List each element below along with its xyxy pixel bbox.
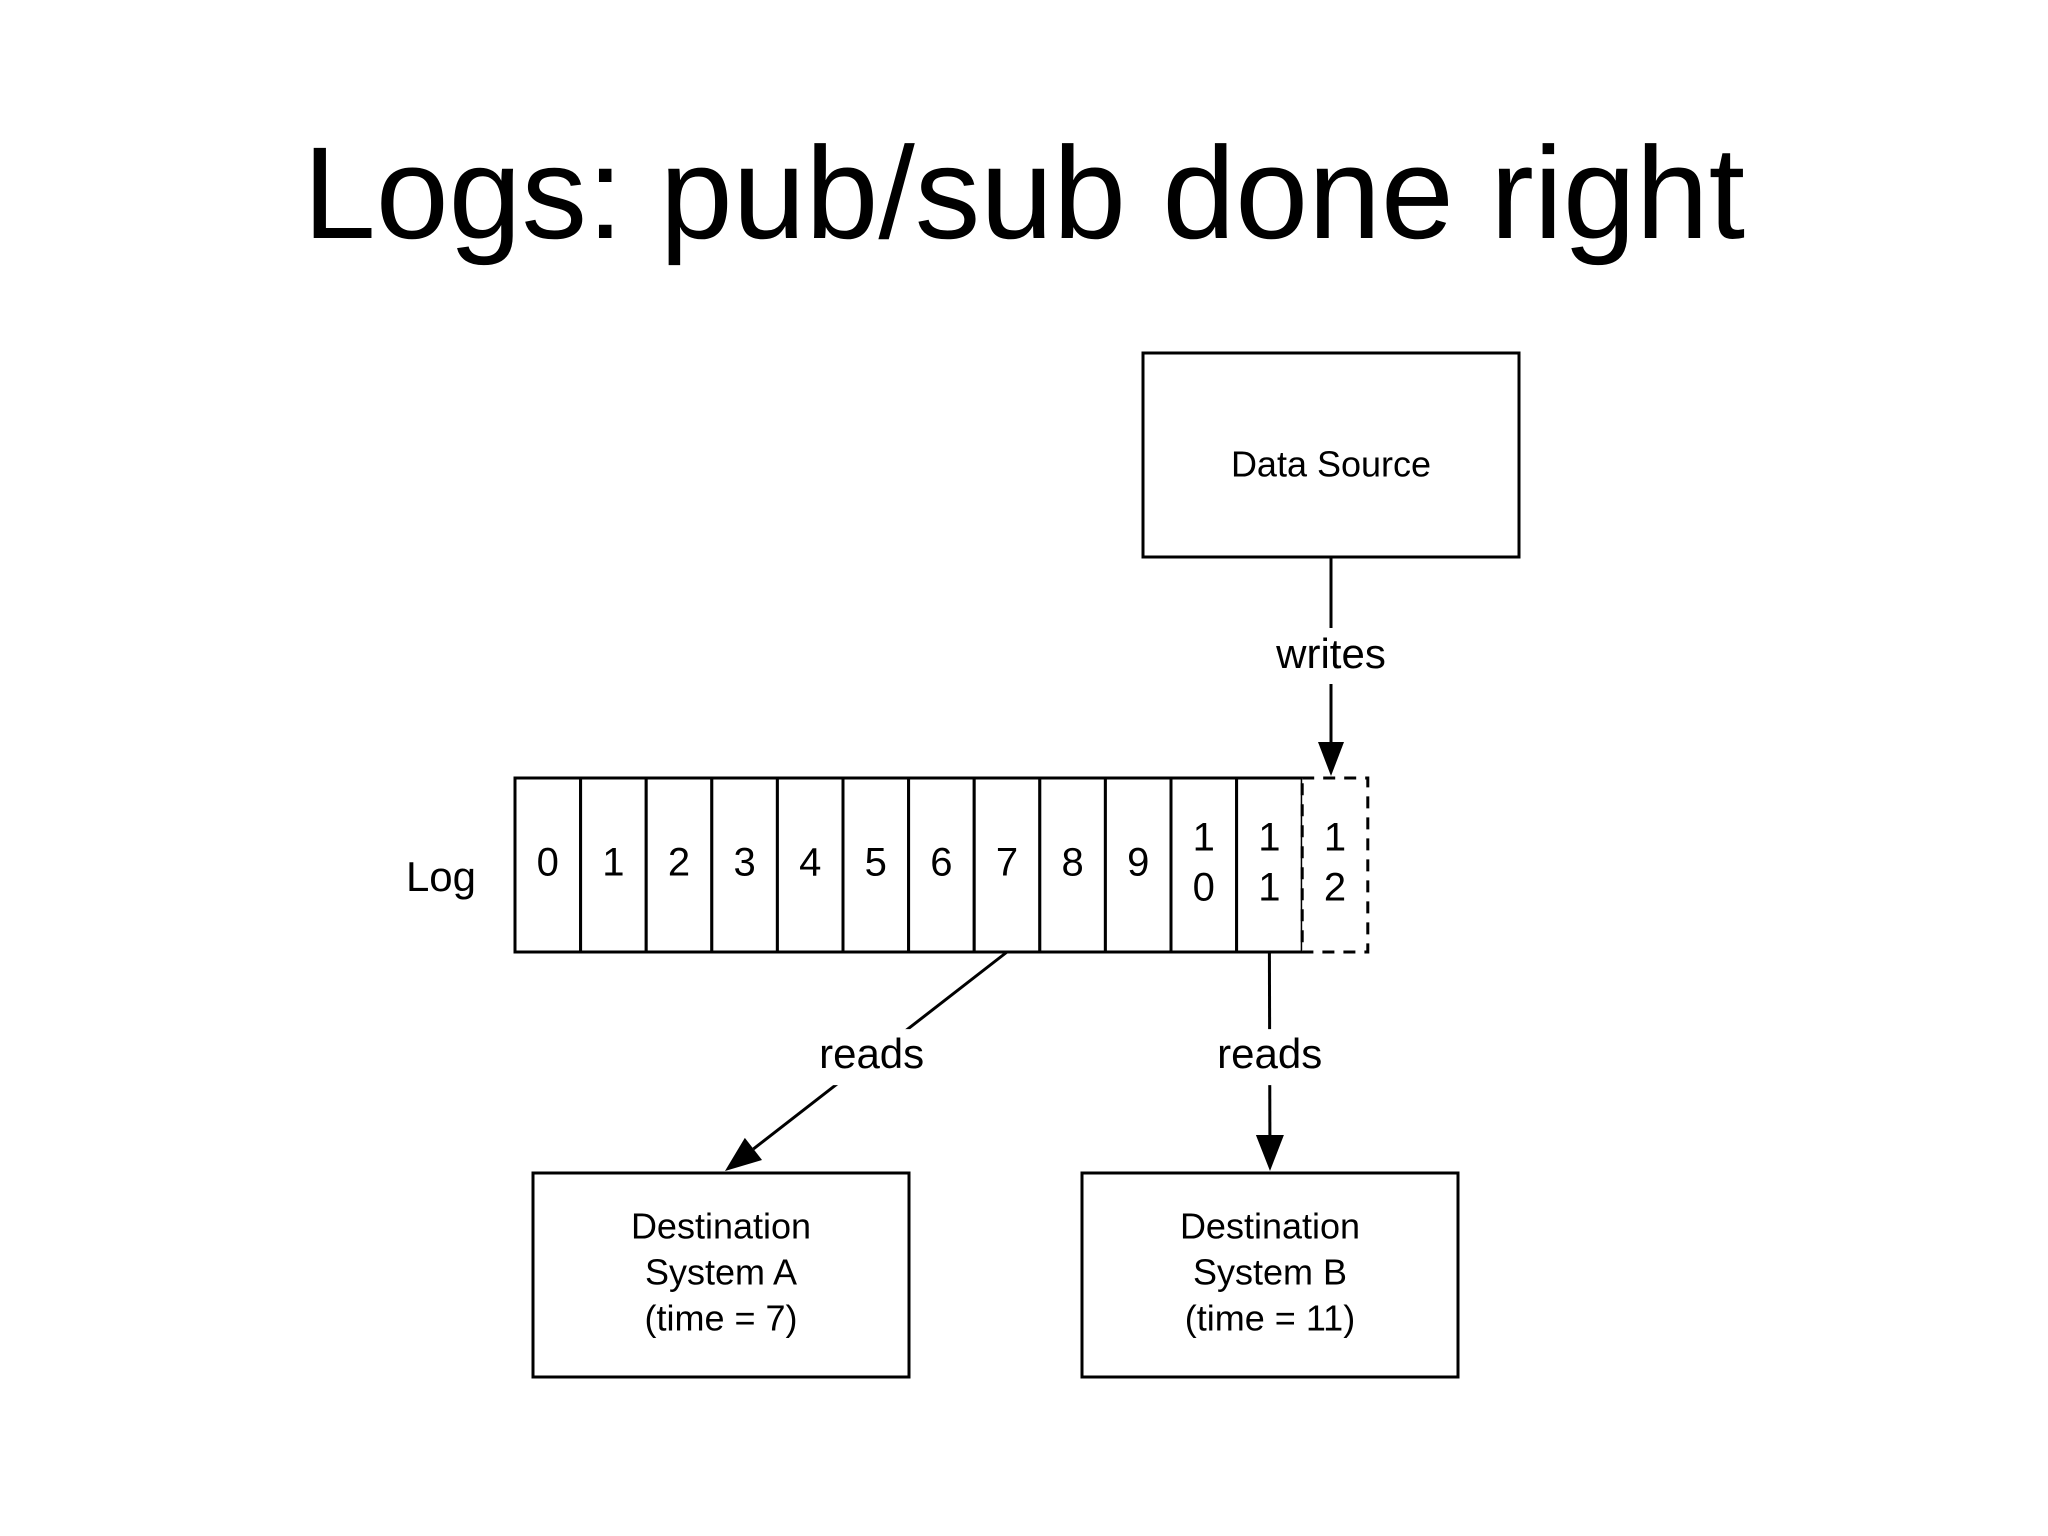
log-cell-offset: 0 <box>537 841 559 885</box>
log-cell-offset: 2 <box>668 841 690 885</box>
log-cell-offset: 8 <box>1061 841 1083 885</box>
log-cell-offset: 1 <box>1258 866 1280 910</box>
log-cell-4: 4 <box>775 776 845 954</box>
log-cell-11: 11 <box>1235 776 1304 954</box>
data-source-box <box>1141 351 1521 559</box>
slide-title: Logs: pub/sub done right <box>302 119 1746 266</box>
log-cell-offset: 5 <box>865 841 887 885</box>
log-cell-3: 3 <box>710 776 779 954</box>
log-cell-9: 9 <box>1103 776 1173 954</box>
writes-arrowhead <box>1318 742 1344 776</box>
destination-label-line: (time = 7) <box>644 1298 797 1339</box>
destination-box <box>531 1171 911 1379</box>
log-cell-offset: 7 <box>996 841 1018 885</box>
data-source-node: Data Source <box>1141 351 1521 559</box>
log-cell-2: 2 <box>644 776 714 954</box>
log-cell-8: 8 <box>1038 776 1107 954</box>
log-cell-offset: 1 <box>1324 816 1346 860</box>
writes-edge: writes <box>1255 557 1407 776</box>
log-cell-offset: 9 <box>1127 841 1149 885</box>
destination-label-line: System B <box>1193 1252 1347 1293</box>
log-cell-5: 5 <box>841 776 911 954</box>
destination-label-line: Destination <box>631 1206 811 1247</box>
destination-label-line: Destination <box>1180 1206 1360 1247</box>
log-cell-6: 6 <box>907 776 976 954</box>
log-cell-offset: 1 <box>602 841 624 885</box>
log-cell-box <box>1300 776 1370 954</box>
log-cell-offset: 6 <box>930 841 952 885</box>
log-cell-box <box>644 776 714 954</box>
reads-edge-b: reads <box>1201 951 1338 1171</box>
log-cell-box <box>513 776 583 954</box>
log-cell-offset: 1 <box>1193 816 1215 860</box>
log-cell-offset: 0 <box>1193 866 1215 910</box>
log-cell-1: 1 <box>579 776 648 954</box>
reads-edge-a: reads <box>725 950 1008 1171</box>
log-cell-offset: 4 <box>799 841 821 885</box>
destination-box <box>1080 1171 1460 1379</box>
log-cell-box <box>775 776 845 954</box>
log-cell-offset: 2 <box>1324 866 1346 910</box>
log-cell-7: 7 <box>972 776 1042 954</box>
log-cell-offset: 3 <box>733 841 755 885</box>
destination-label-line: (time = 11) <box>1185 1298 1355 1339</box>
reads-edge-label: reads <box>1217 1030 1322 1077</box>
log-cell-box <box>1103 776 1173 954</box>
reads-arrowhead <box>1255 1134 1284 1171</box>
log-cell-0: 0 <box>513 776 583 954</box>
log-cell-offset: 1 <box>1258 816 1280 860</box>
reads-arrowhead <box>725 1137 763 1171</box>
log-cell-box <box>579 776 648 954</box>
writes-edge-label: writes <box>1275 630 1386 677</box>
data-source-label: Data Source <box>1231 444 1431 485</box>
log-cell-12: 12 <box>1300 776 1370 954</box>
log-cell-box <box>710 776 779 954</box>
reads-edge-label: reads <box>819 1030 924 1077</box>
reads-edges: reads reads <box>725 950 1338 1171</box>
log-label: Log <box>406 853 476 900</box>
log-cell-10: 10 <box>1169 776 1239 954</box>
destination-label-line: System A <box>645 1252 797 1293</box>
